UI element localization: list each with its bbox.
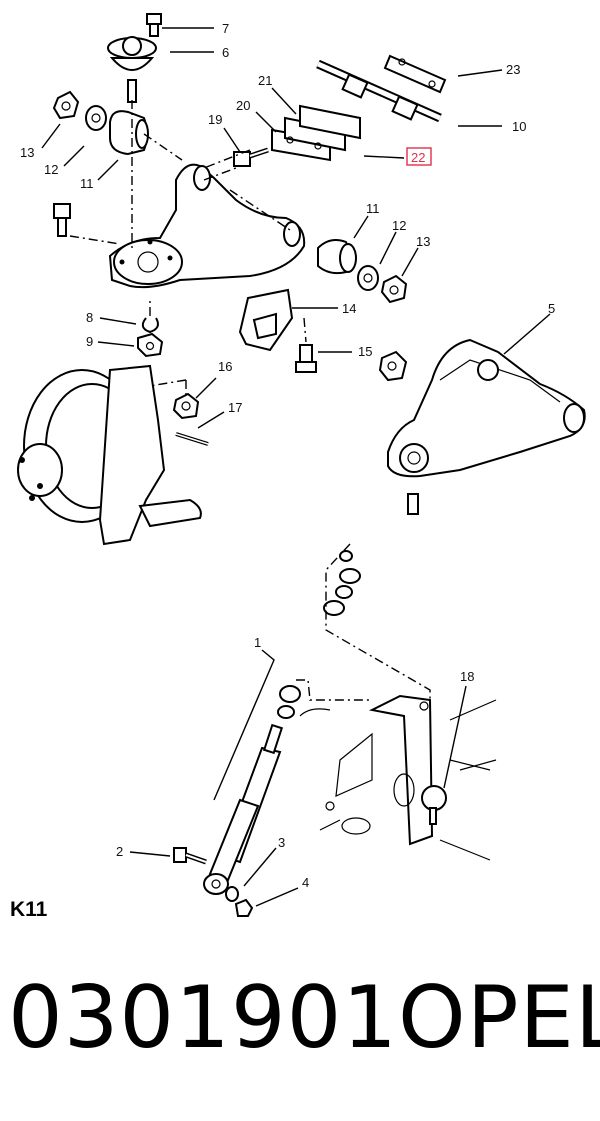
upper-control-arm	[387, 338, 586, 515]
callout-19: 19	[208, 112, 222, 127]
bolt-15	[295, 344, 317, 373]
callout-22: 22	[411, 150, 425, 165]
shock-upper-washers	[277, 550, 361, 719]
callout-16: 16	[218, 359, 232, 374]
callout-11-left: 11	[80, 176, 94, 191]
steering-knuckle	[17, 364, 202, 546]
callout-10: 10	[512, 119, 526, 134]
callout-1: 1	[254, 635, 261, 650]
callout-20: 20	[236, 98, 250, 113]
lower-control-arm	[108, 163, 306, 289]
callout-8: 8	[86, 310, 93, 325]
ball-joint-upper	[107, 13, 162, 103]
shock-absorber	[203, 723, 284, 895]
leader-lines	[41, 27, 551, 907]
nut-9	[137, 332, 164, 358]
callout-21: 21	[258, 73, 272, 88]
assembly-lines	[69, 100, 431, 701]
callout-13-right: 13	[416, 234, 430, 249]
figure-code: K11	[10, 898, 48, 921]
callout-17: 17	[228, 400, 242, 415]
callout-14: 14	[342, 301, 356, 316]
frame-bracket	[299, 694, 497, 861]
nut-4	[234, 898, 254, 917]
brand-name: OPEL	[398, 968, 600, 1068]
bolt-19	[233, 147, 269, 167]
bolt-2	[173, 847, 207, 865]
part-number: 0301901	[8, 968, 399, 1068]
callout-15: 15	[358, 344, 372, 359]
callout-3: 3	[278, 835, 285, 850]
callout-6: 6	[222, 45, 229, 60]
callout-9: 9	[86, 334, 93, 349]
nut-15	[378, 350, 408, 382]
callout-13-left: 13	[20, 145, 34, 160]
callout-11-right: 11	[366, 201, 380, 216]
callout-4: 4	[302, 875, 309, 890]
callout-12-right: 12	[392, 218, 406, 233]
washer-8	[141, 317, 159, 334]
callout-23: 23	[506, 62, 520, 77]
washer-3	[225, 886, 239, 902]
diagram-svg: 7 6 23 21 20 19 10 22 13 12 11 11 12 13 …	[17, 13, 586, 917]
callout-22-highlight	[406, 147, 432, 166]
pivot-shaft	[316, 54, 447, 123]
cotter-pin-17	[175, 432, 209, 446]
arm-bolt	[53, 203, 71, 237]
callout-12-left: 12	[44, 162, 58, 177]
callout-5: 5	[548, 301, 555, 316]
bracket-14	[238, 288, 294, 352]
callout-2: 2	[116, 844, 123, 859]
left-bushing-set	[52, 90, 149, 156]
right-bushing-set	[317, 239, 408, 304]
callout-18: 18	[460, 669, 474, 684]
shim-set	[271, 104, 361, 162]
callout-7: 7	[222, 21, 229, 36]
suspension-exploded-diagram: 7 6 23 21 20 19 10 22 13 12 11 11 12 13 …	[17, 13, 586, 917]
callout-labels: 7 6 23 21 20 19 10 22 13 12 11 11 12 13 …	[20, 21, 555, 890]
nut-16	[172, 392, 200, 420]
